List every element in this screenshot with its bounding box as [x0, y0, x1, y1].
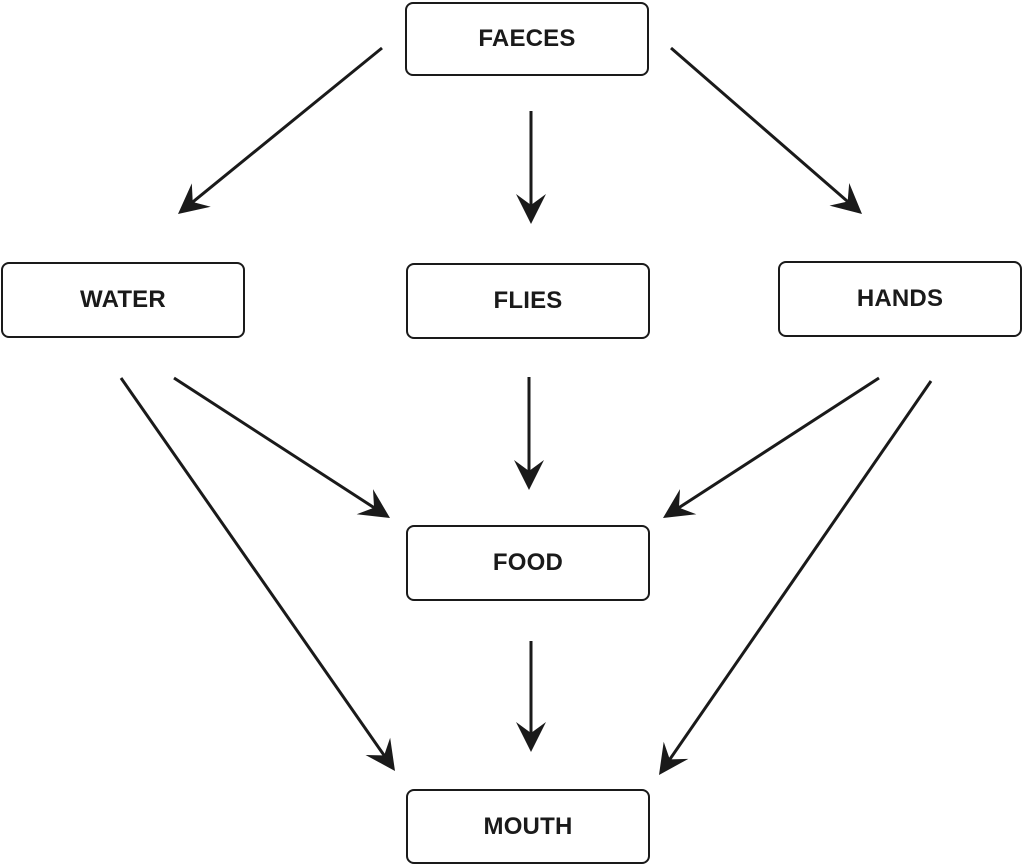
- node-faeces: FAECES: [405, 2, 649, 76]
- node-water: WATER: [1, 262, 245, 338]
- arrow-shaft: [173, 376, 381, 513]
- node-flies: FLIES: [406, 263, 650, 339]
- arrow-head: [663, 489, 697, 518]
- node-hands-label: HANDS: [856, 285, 944, 312]
- arrow-head: [659, 741, 689, 775]
- node-faeces-label: FAECES: [478, 25, 576, 52]
- arrow-hands-mouth: [659, 380, 933, 775]
- arrow-flies-food: [514, 377, 544, 490]
- arrow-shaft: [119, 377, 390, 763]
- arrow-faeces-flies: [516, 111, 546, 224]
- node-food: FOOD: [406, 525, 650, 601]
- arrow-head: [356, 489, 390, 518]
- arrow-water-food: [173, 376, 390, 518]
- arrow-head: [516, 722, 546, 752]
- arrow-shaft: [670, 46, 854, 208]
- node-water-label: WATER: [80, 286, 166, 313]
- arrow-shaft: [186, 46, 383, 208]
- arrow-head: [178, 183, 211, 214]
- arrow-hands-food: [663, 376, 880, 518]
- node-food-label: FOOD: [492, 549, 564, 576]
- node-flies-label: FLIES: [493, 287, 563, 314]
- arrow-head: [516, 194, 546, 224]
- node-mouth-label: MOUTH: [483, 812, 573, 840]
- arrow-head: [829, 182, 862, 214]
- node-hands: HANDS: [778, 261, 1022, 337]
- arrow-head: [365, 737, 395, 771]
- arrow-water-mouth: [119, 377, 395, 771]
- arrow-faeces-hands: [670, 46, 862, 214]
- arrow-head: [514, 460, 544, 490]
- arrow-faeces-water: [178, 46, 383, 214]
- node-mouth: MOUTH: [406, 789, 650, 864]
- arrow-shaft: [672, 376, 880, 513]
- arrow-shaft: [664, 380, 933, 766]
- arrow-food-mouth: [516, 641, 546, 752]
